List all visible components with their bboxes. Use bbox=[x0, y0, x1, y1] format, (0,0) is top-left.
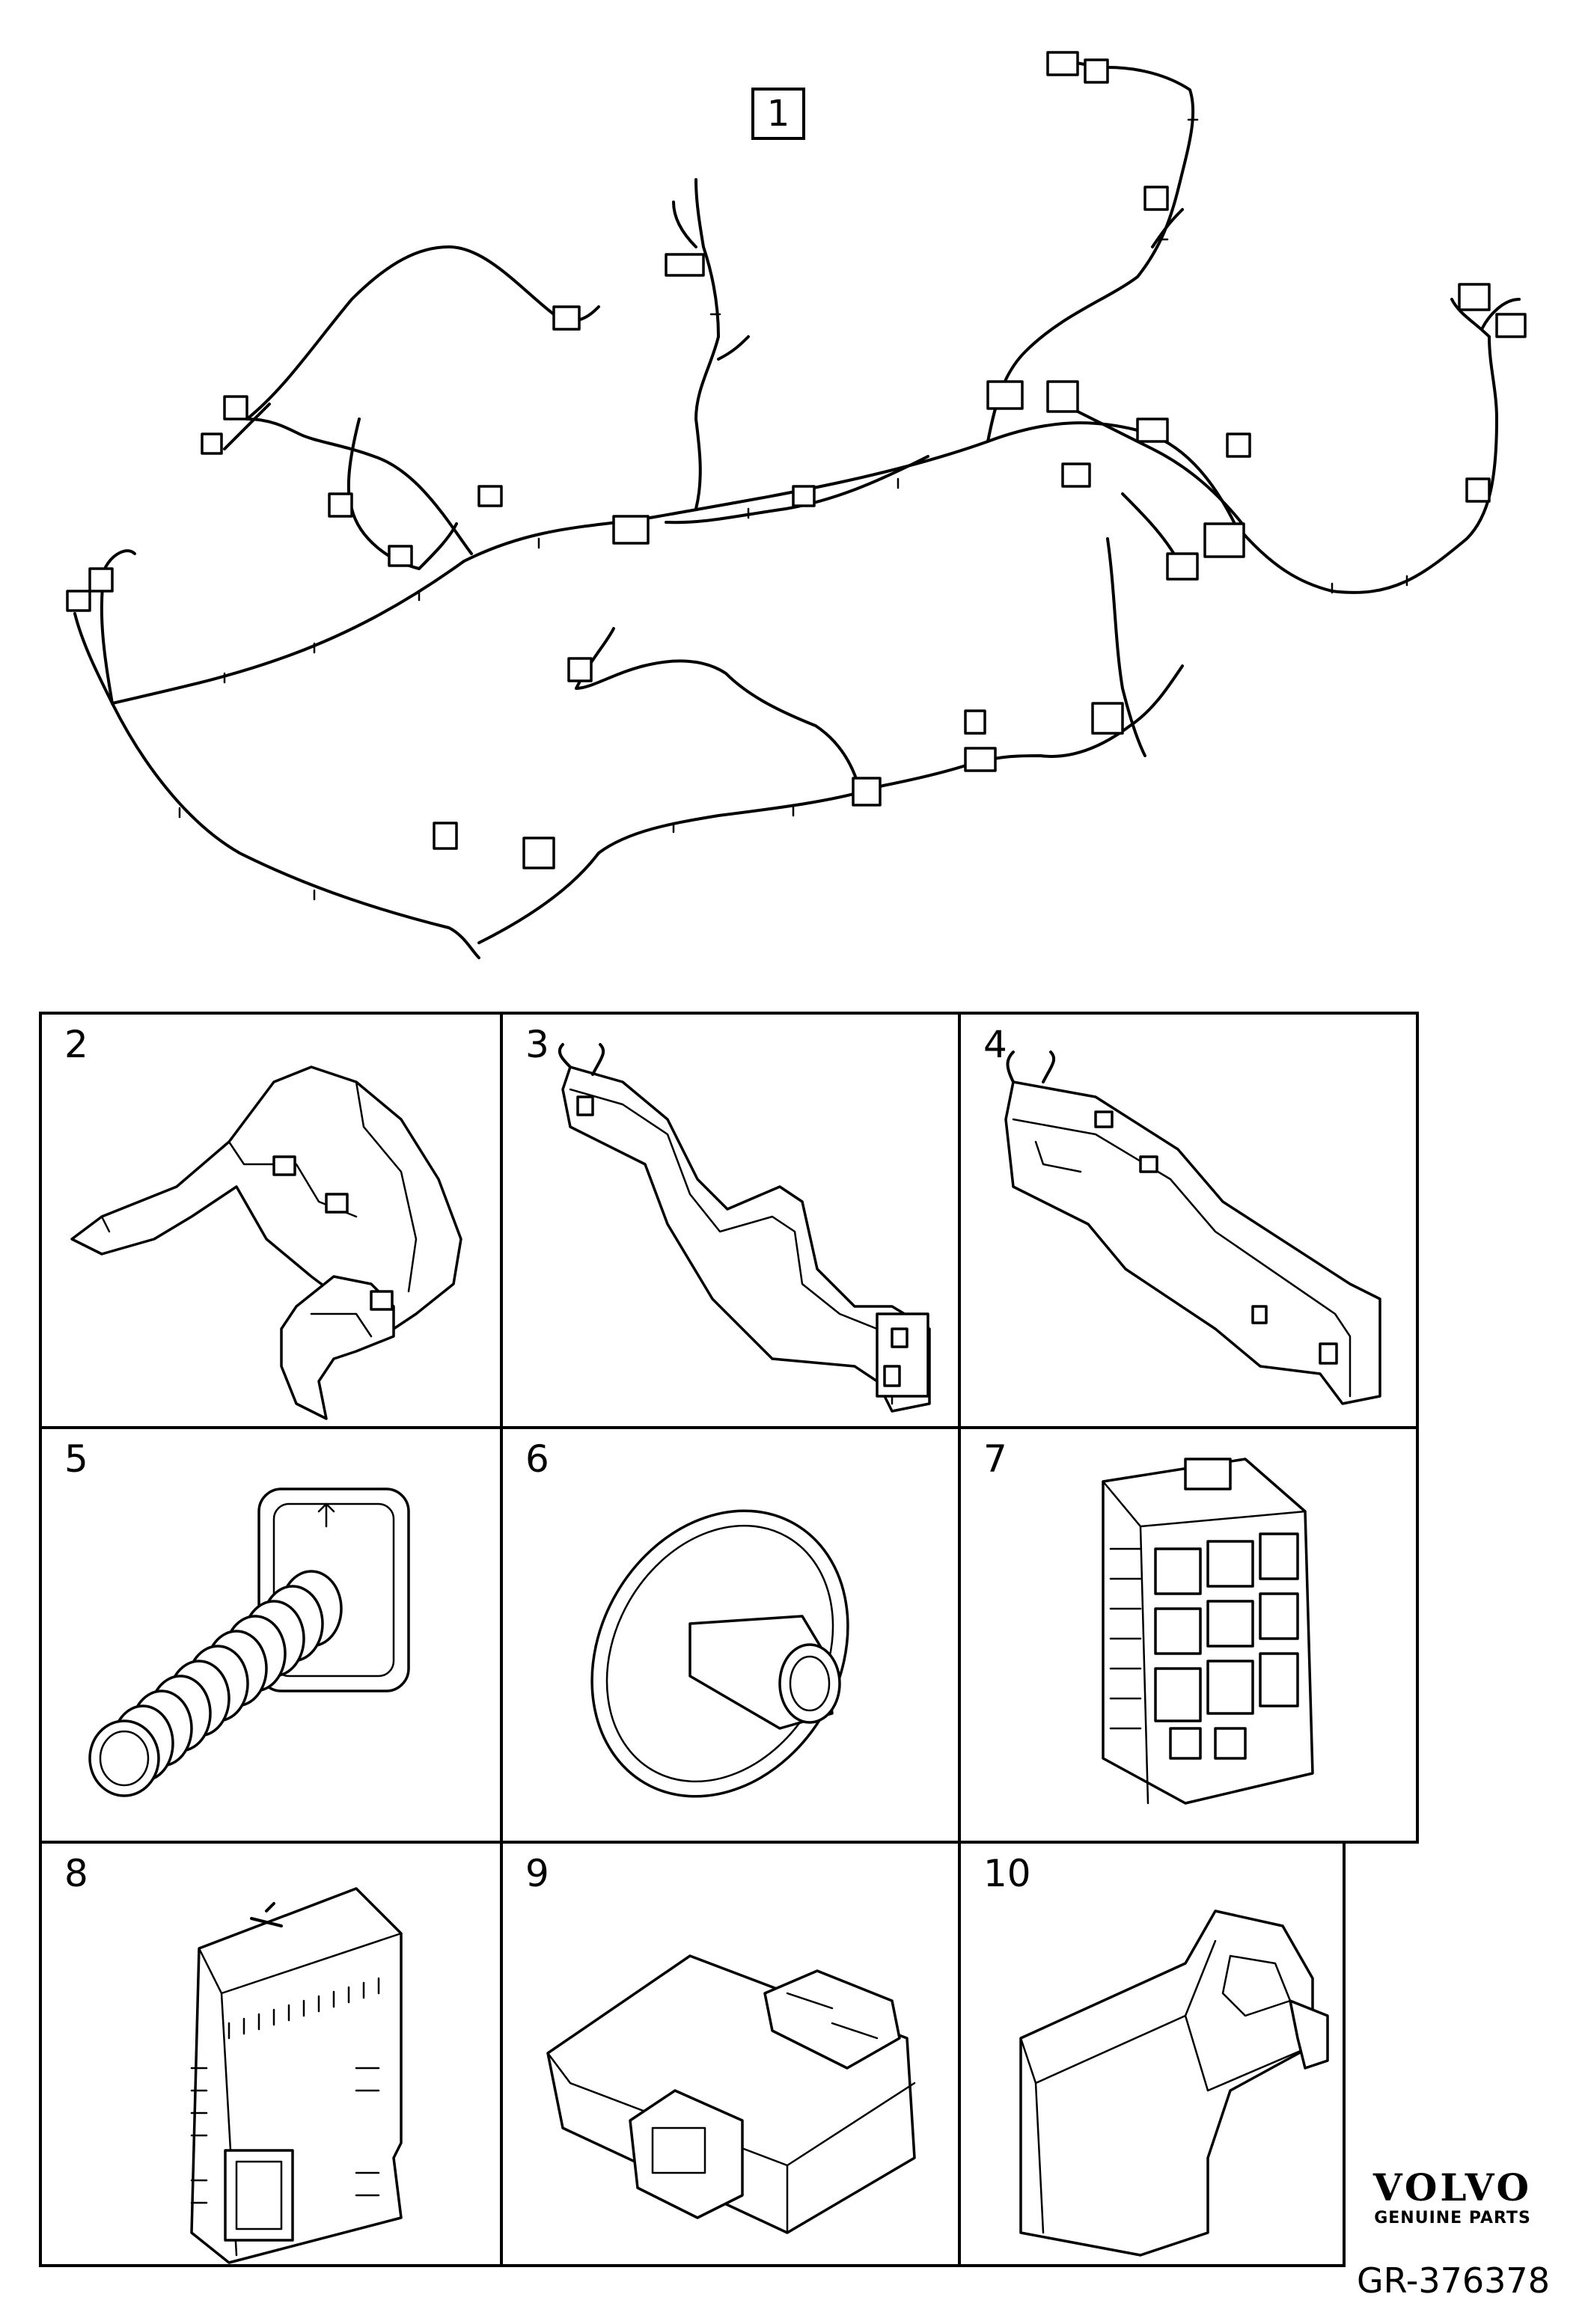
part-cell-8: 8 bbox=[39, 1841, 503, 2267]
part-number: 2 bbox=[64, 1023, 88, 1066]
brand-tagline: GENUINE PARTS bbox=[1374, 2209, 1531, 2227]
part-number: 7 bbox=[983, 1437, 1007, 1481]
diagram-reference: GR-376378 bbox=[1357, 2260, 1550, 2301]
part-cell-10: 10 bbox=[958, 1841, 1346, 2267]
round-grommet-icon bbox=[590, 1509, 849, 1798]
cable-channel-long-icon bbox=[1004, 1051, 1381, 1405]
part-cell-3: 3 bbox=[500, 1012, 961, 1429]
part-cell-9: 9 bbox=[500, 1841, 961, 2267]
part-cell-7: 7 bbox=[958, 1426, 1419, 1844]
fuse-relay-box-icon bbox=[1102, 1458, 1314, 1805]
main-item-label: 1 bbox=[751, 88, 805, 140]
part-number: 8 bbox=[64, 1852, 88, 1895]
harness-cover-curved-icon bbox=[70, 1065, 462, 1420]
part-number: 4 bbox=[983, 1023, 1007, 1066]
part-number: 5 bbox=[64, 1437, 88, 1481]
part-cell-4: 4 bbox=[958, 1012, 1419, 1429]
protective-cover-icon bbox=[1019, 1909, 1329, 2257]
connector-cover-icon bbox=[190, 1887, 403, 2264]
part-number: 9 bbox=[525, 1852, 549, 1895]
fuse-box-lid-icon bbox=[546, 1954, 916, 2234]
part-number: 6 bbox=[525, 1437, 549, 1481]
corrugated-grommet-icon bbox=[88, 1487, 410, 1797]
part-number: 3 bbox=[525, 1023, 549, 1066]
part-cell-2: 2 bbox=[39, 1012, 503, 1429]
part-cell-5: 5 bbox=[39, 1426, 503, 1844]
part-cell-6: 6 bbox=[500, 1426, 961, 1844]
wiring-harness-icon bbox=[66, 51, 1527, 959]
brand-name: VOLVO bbox=[1372, 2165, 1533, 2210]
part-number: 10 bbox=[983, 1852, 1031, 1895]
cable-channel-short-icon bbox=[558, 1043, 931, 1413]
brand-logo: VOLVO GENUINE PARTS bbox=[1359, 2168, 1546, 2230]
